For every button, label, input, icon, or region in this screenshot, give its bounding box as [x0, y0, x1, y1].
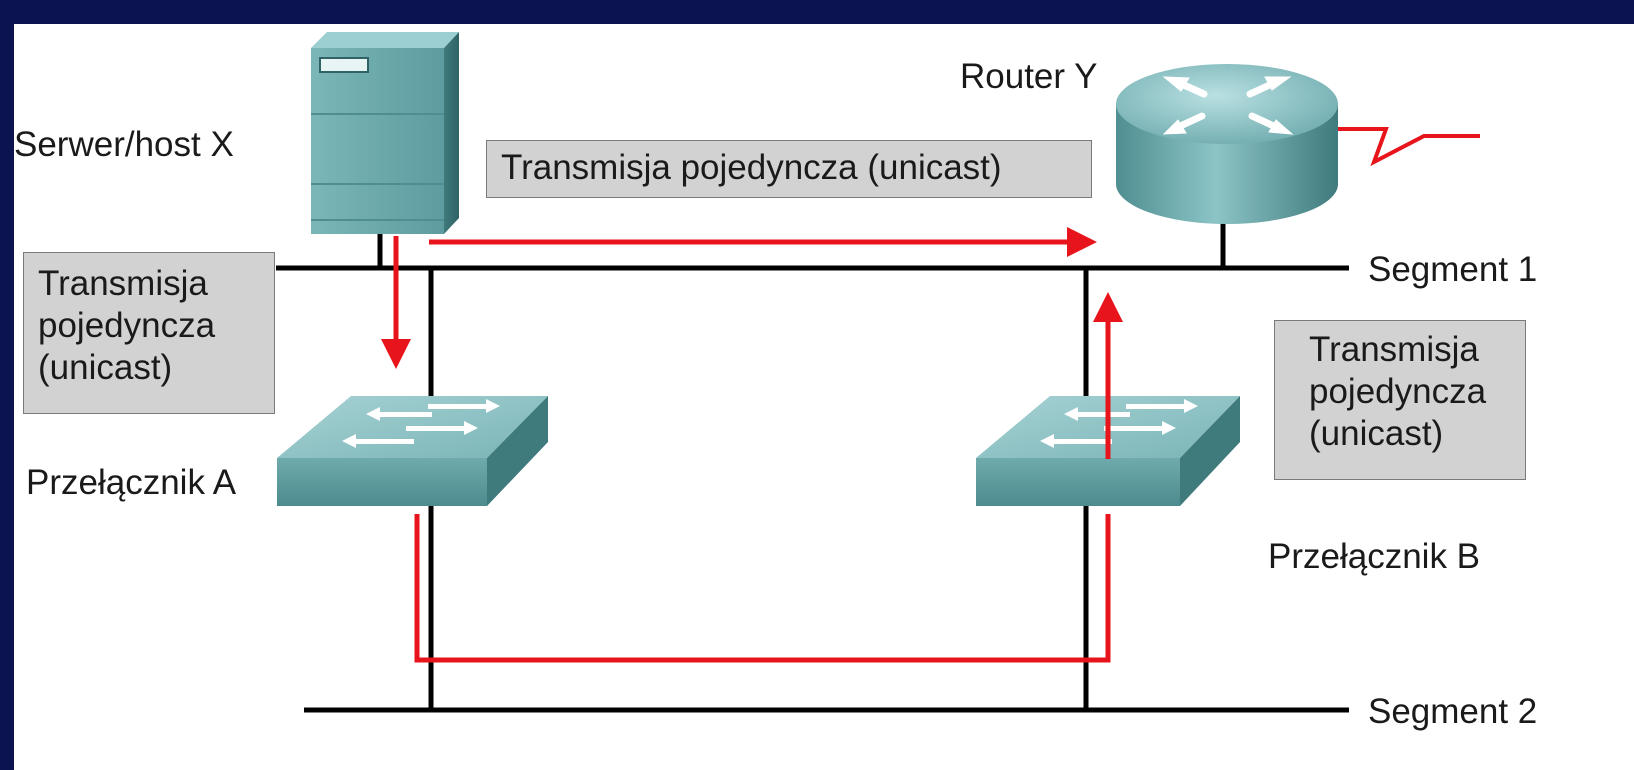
unicast-box-right-line-1: Transmisja: [1309, 330, 1479, 369]
unicast-box-right-line-2: pojedyncza: [1309, 372, 1487, 411]
switch-b-label: Przełącznik B: [1268, 537, 1481, 576]
unicast-box-right: Transmisja pojedyncza (unicast): [1274, 320, 1526, 480]
switch-a-label: Przełącznik A: [26, 463, 237, 502]
server-icon: [311, 32, 459, 234]
router-icon: [1116, 64, 1338, 224]
unicast-box-right-line-3: (unicast): [1309, 414, 1444, 453]
segment-1-label: Segment 1: [1368, 250, 1538, 289]
unicast-box-top-text: Transmisja pojedyncza (unicast): [501, 148, 1002, 187]
unicast-path: [381, 227, 1123, 663]
unicast-box-left-line-1: Transmisja: [38, 264, 208, 303]
unicast-box-left-line-3: (unicast): [38, 348, 173, 387]
unicast-path-switch-a-to-switch-b: [414, 514, 1111, 663]
unicast-box-left-line-2: pojedyncza: [38, 306, 216, 345]
switch-a-icon: [277, 396, 548, 506]
unicast-box-left: Transmisja pojedyncza (unicast): [23, 252, 275, 414]
router-wan-link: [1338, 127, 1480, 167]
network-diagram: [276, 32, 1480, 713]
segment-2-label: Segment 2: [1368, 692, 1538, 731]
router-label: Router Y: [960, 57, 1098, 96]
server-label: Serwer/host X: [14, 125, 234, 164]
unicast-box-top: Transmisja pojedyncza (unicast): [486, 140, 1092, 198]
diagram-canvas: Serwer/host X Router Y Przełącznik A Prz…: [14, 24, 1634, 770]
